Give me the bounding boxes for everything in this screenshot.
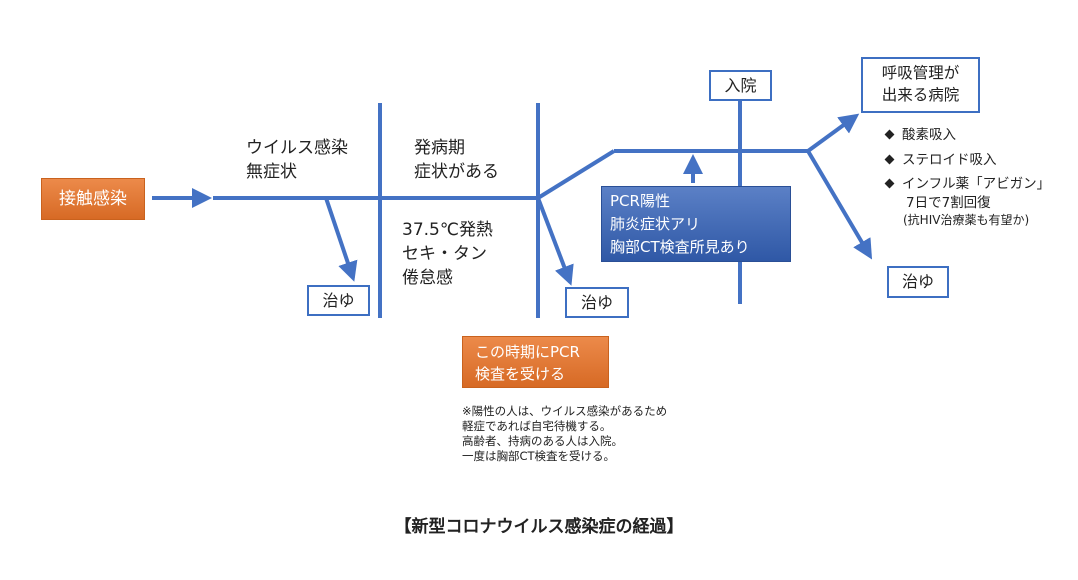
respiratory-hospital-box: 呼吸管理が 出来る病院 — [861, 57, 980, 113]
diamond-bullet-icon — [884, 129, 895, 140]
note-text: ※陽性の人は、ウイルス感染があるため 軽症であれば自宅待機する。 高齢者、持病の… — [462, 404, 667, 464]
recover-box-3: 治ゆ — [887, 266, 949, 298]
symptoms-label: 37.5℃発熱 セキ・タン 倦怠感 — [402, 218, 493, 290]
pcr-box-line2: 検査を受ける — [475, 365, 566, 383]
treatment-steroid-label: ステロイド吸入 — [902, 152, 997, 168]
symptom-fatigue: 倦怠感 — [402, 268, 453, 288]
treatment-avigan-recovery: 7日で7割回復 — [906, 191, 991, 211]
respiratory-line2: 出来る病院 — [881, 86, 960, 104]
avigan-recovery-label: 7日で7割回復 — [906, 195, 991, 211]
recover-box-1: 治ゆ — [307, 285, 370, 316]
pcr-positive-box: PCR陽性 肺炎症状アリ 胸部CT検査所見あり — [601, 186, 791, 262]
symptom-cough: セキ・タン — [402, 244, 487, 264]
positive-box-line2: 肺炎症状アリ — [610, 215, 701, 233]
recover-label-3: 治ゆ — [901, 272, 934, 291]
pcr-test-box: この時期にPCR 検査を受ける — [462, 336, 609, 388]
positive-box-line3: 胸部CT検査所見あり — [610, 238, 750, 256]
start-box: 接触感染 — [41, 178, 145, 220]
stage2-label: 発病期 症状がある — [414, 136, 499, 184]
arrow-recover-3 — [806, 149, 873, 260]
stage2-line2: 症状がある — [414, 162, 499, 182]
caption-text: 【新型コロナウイルス感染症の経過】 — [394, 517, 684, 537]
recover-label-2: 治ゆ — [580, 293, 613, 312]
stage1-line2: 無症状 — [246, 162, 297, 182]
stage1-label: ウイルス感染 無症状 — [246, 136, 348, 184]
hospital-box: 入院 — [709, 70, 772, 101]
treatment-hiv-note: (抗HIV治療薬も有望か) — [903, 211, 1029, 228]
hospital-label: 入院 — [724, 76, 757, 95]
recover-label-1: 治ゆ — [322, 291, 355, 310]
arrow-recover-2 — [536, 197, 574, 286]
note-line3: 高齢者、持病のある人は入院。 — [462, 434, 623, 448]
symptom-fever: 37.5℃発熱 — [402, 220, 493, 240]
treatment-oxygen: 酸素吸入 — [884, 123, 956, 143]
rise-line — [536, 149, 616, 200]
arrow-recover-1 — [324, 197, 358, 282]
treatment-steroid: ステロイド吸入 — [884, 148, 997, 168]
treatment-oxygen-label: 酸素吸入 — [902, 127, 956, 143]
arrow-respiratory — [806, 113, 860, 153]
respiratory-line1: 呼吸管理が — [881, 64, 960, 82]
diagram-caption: 【新型コロナウイルス感染症の経過】 — [0, 512, 1078, 537]
diamond-bullet-icon — [884, 154, 895, 165]
hiv-note-label: (抗HIV治療薬も有望か) — [903, 213, 1030, 227]
note-line1: ※陽性の人は、ウイルス感染があるため — [462, 404, 668, 418]
diamond-bullet-icon — [884, 178, 895, 189]
stage1-line1: ウイルス感染 — [246, 138, 348, 158]
positive-box-line1: PCR陽性 — [610, 192, 670, 210]
recover-box-2: 治ゆ — [565, 287, 629, 318]
note-line2: 軽症であれば自宅待機する。 — [462, 419, 612, 433]
start-box-label: 接触感染 — [59, 189, 127, 209]
stage2-line1: 発病期 — [414, 138, 465, 158]
treatment-avigan-label: インフル薬「アビガン」 — [902, 176, 1051, 192]
pcr-box-line1: この時期にPCR — [475, 343, 580, 361]
note-line4: 一度は胸部CT検査を受ける。 — [462, 449, 616, 463]
treatment-avigan: インフル薬「アビガン」 — [884, 172, 1051, 192]
